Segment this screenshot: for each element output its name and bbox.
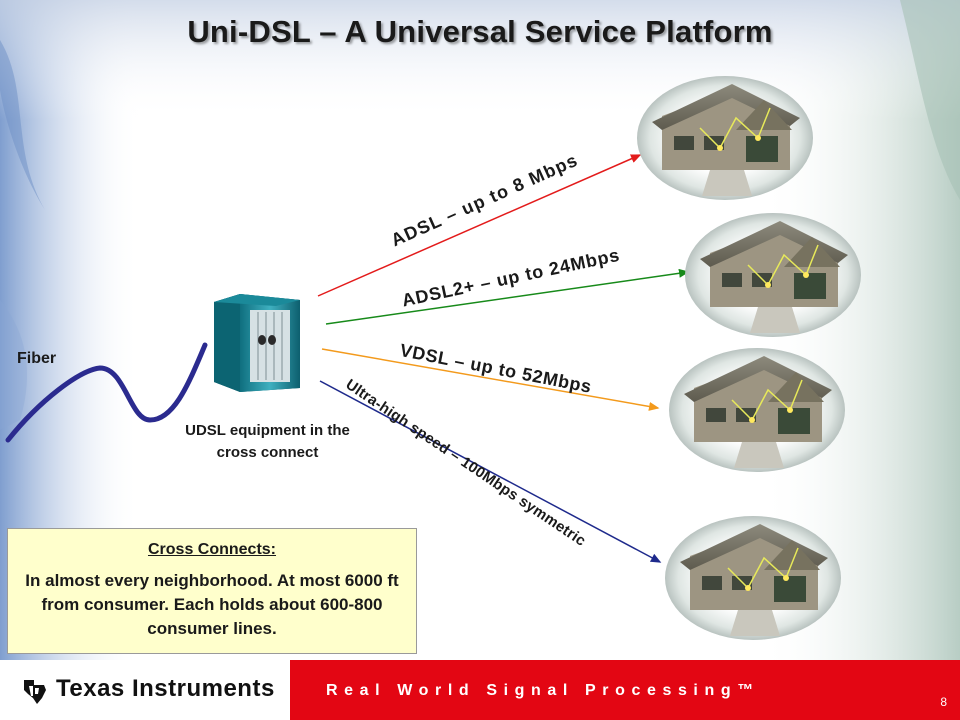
footer-bar: Texas Instruments Real World Signal Proc… — [0, 660, 960, 720]
vdsl-link — [321, 348, 660, 411]
equipment-caption: UDSL equipment in the cross connect — [185, 422, 350, 461]
ultra-high-speed-link — [319, 380, 662, 563]
page-number: 8 — [940, 695, 947, 709]
house-1 — [637, 76, 813, 200]
adsl2plus-link — [325, 268, 690, 325]
cross-connects-box: Cross Connects: In almost every neighbor… — [7, 528, 417, 654]
adsl-link — [317, 154, 642, 297]
company-name: Texas Instruments — [56, 675, 275, 702]
udsl-cabinet — [214, 294, 300, 392]
cross-connects-body: In almost every neighborhood. At most 60… — [25, 571, 399, 638]
house-4 — [665, 516, 841, 640]
footer-logo-area: Texas Instruments — [0, 660, 290, 720]
house-2 — [685, 213, 861, 337]
fiber-cable — [5, 342, 208, 443]
cross-connects-heading: Cross Connects: — [147, 541, 277, 558]
tagline: Real World Signal Processing™ — [326, 682, 760, 699]
ti-state-logo-icon — [24, 680, 46, 704]
house-3 — [669, 348, 845, 472]
fiber-label: Fiber — [17, 350, 57, 367]
slide-title: Uni-DSL – A Universal Service Platform — [187, 14, 773, 49]
